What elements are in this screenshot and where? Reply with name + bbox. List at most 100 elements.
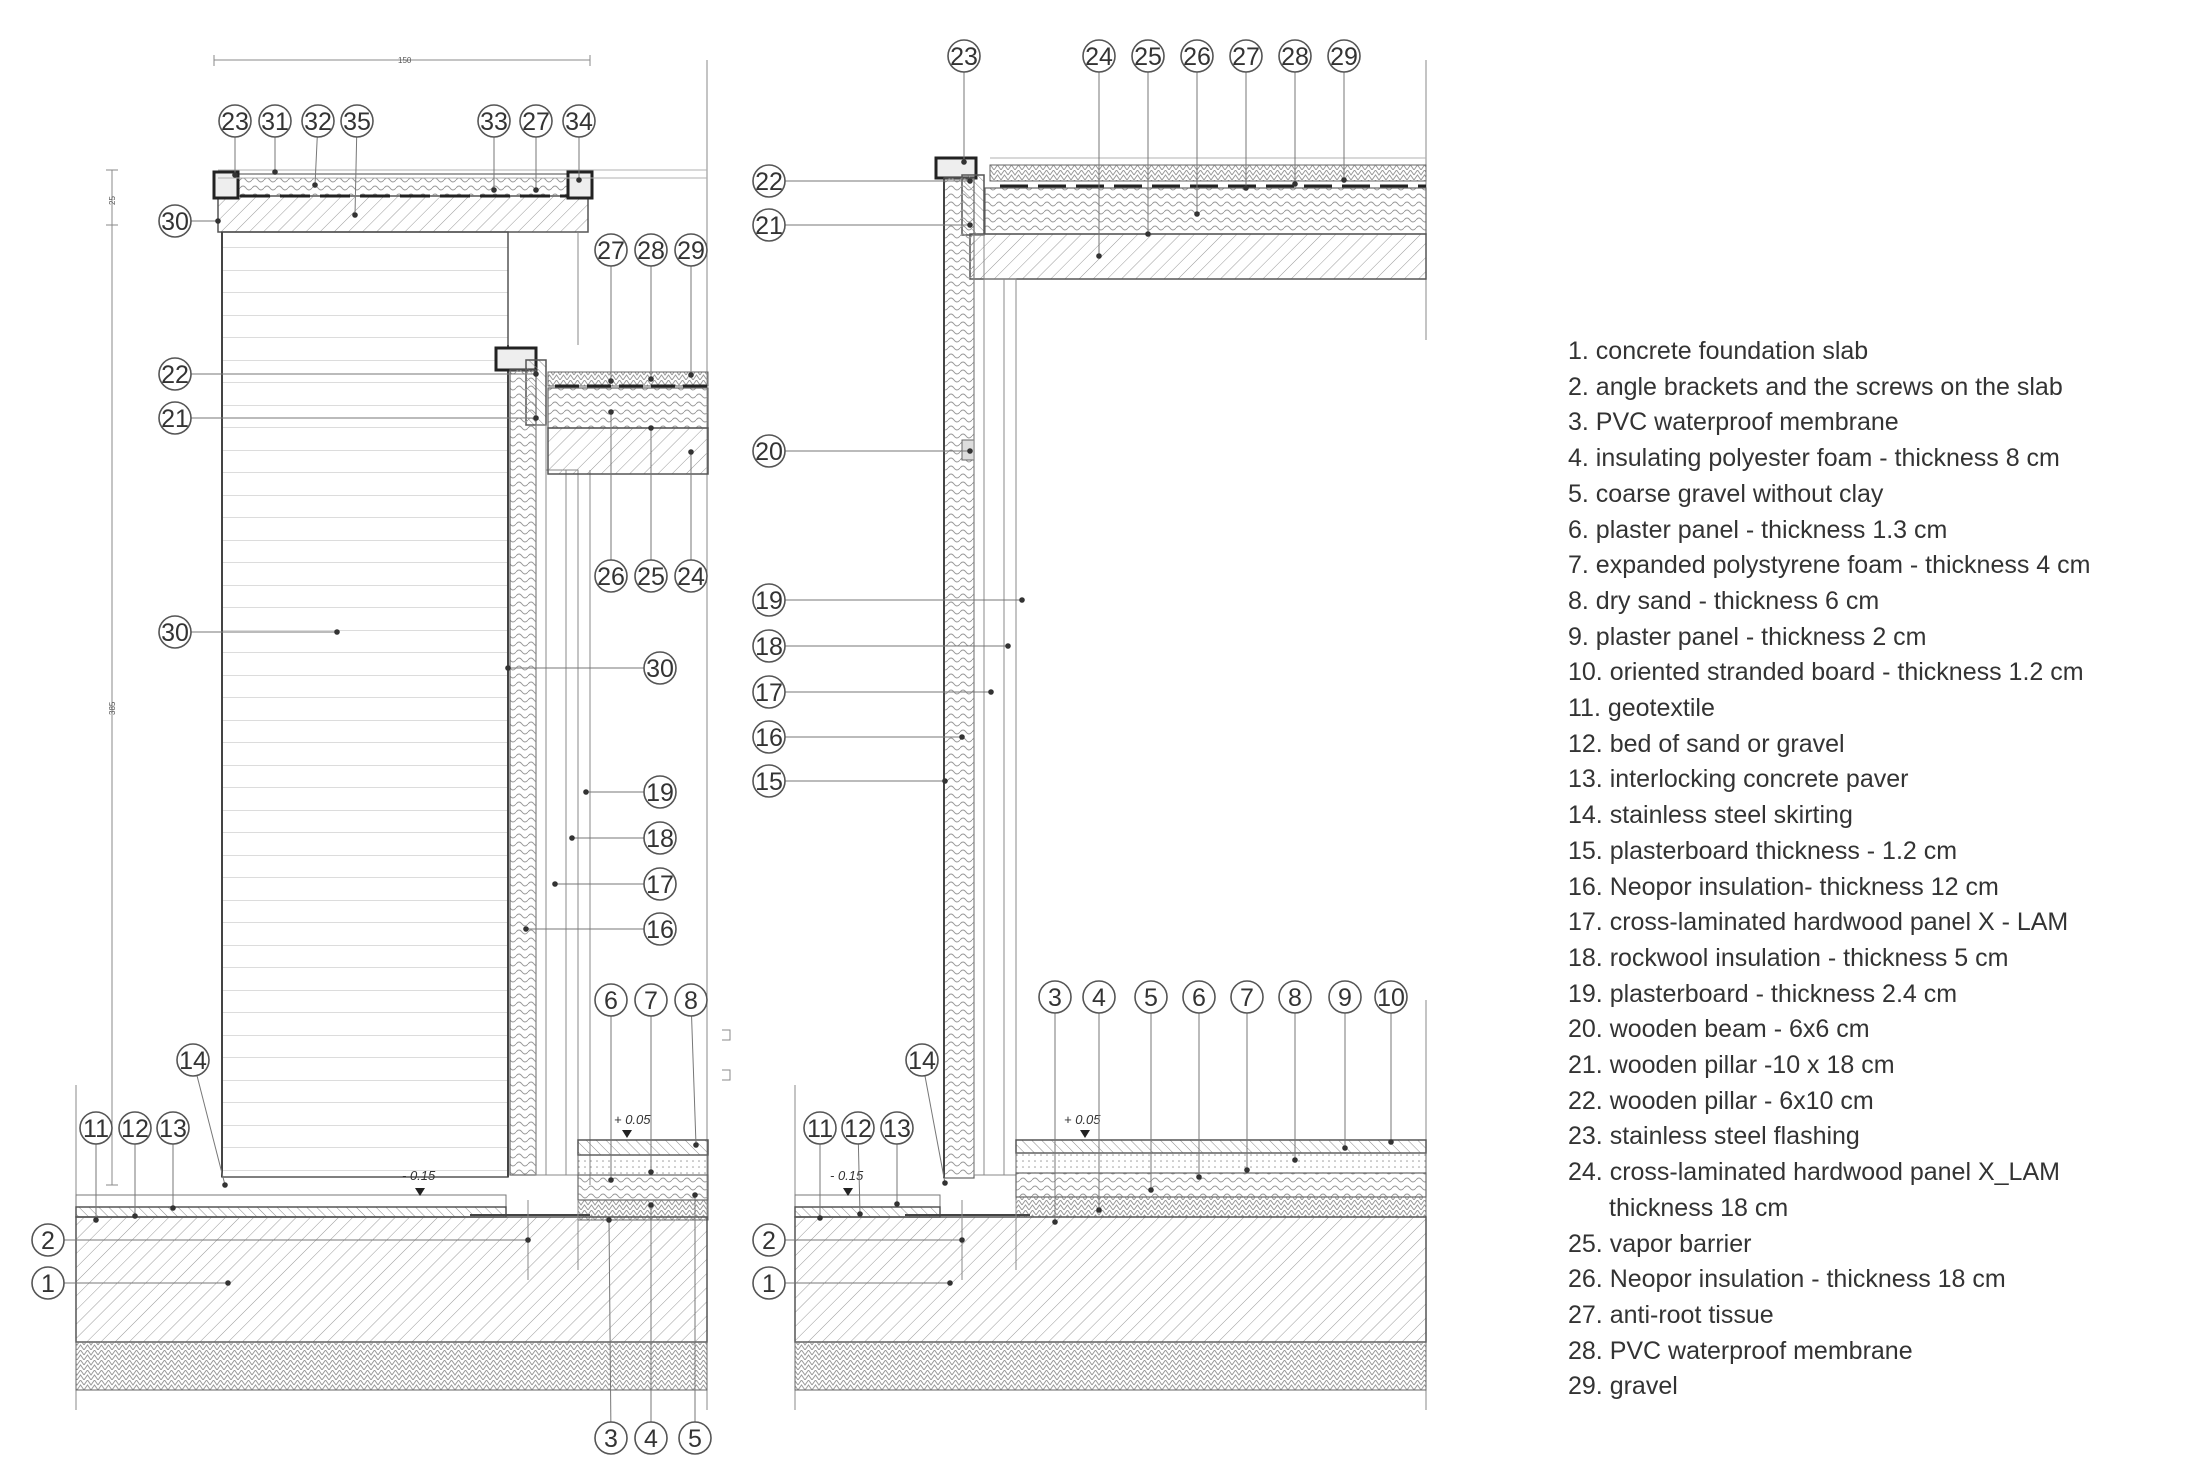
callout-number: 10	[1377, 984, 1405, 1012]
callout-circle	[643, 775, 677, 809]
callout-target-dot	[533, 371, 539, 377]
callout-circle	[477, 104, 511, 138]
callout-circle	[158, 204, 192, 238]
callout-circle	[594, 1421, 628, 1455]
callout-number: 35	[343, 108, 371, 136]
callout-1: 1	[752, 1266, 953, 1300]
legend-item: 7. expanded polystyrene foam - thickness…	[1568, 548, 2188, 584]
callout-number: 19	[646, 779, 674, 807]
callout-circle	[678, 1421, 712, 1455]
callout-target-dot	[1148, 1187, 1154, 1193]
callout-target-dot	[688, 449, 694, 455]
legend-item-text: 25. vapor barrier	[1568, 1229, 1752, 1258]
callout-target-dot	[1096, 253, 1102, 259]
legend-item-text: 14. stainless steel skirting	[1568, 801, 1853, 830]
legend-item: 24. cross-laminated hardwood panel X_LAM…	[1568, 1155, 2188, 1226]
callout-target-dot	[1342, 1145, 1348, 1151]
legend-item-text: 20. wooden beam - 6x6 cm	[1568, 1015, 1870, 1044]
callout-2: 2	[752, 1223, 965, 1257]
legend-item: 5. coarse gravel without clay	[1568, 477, 2188, 513]
legend-item: 15. plasterboard thickness - 1.2 cm	[1568, 834, 2188, 870]
callout-6: 6	[1182, 980, 1216, 1180]
callout-target-dot	[533, 187, 539, 193]
callout-target-dot	[132, 1213, 138, 1219]
callout-leader-line	[608, 1219, 612, 1423]
legend-item-text: 7. expanded polystyrene foam - thickness…	[1568, 551, 2091, 580]
legend-item: 12. bed of sand or gravel	[1568, 727, 2188, 763]
callout-circle	[634, 1421, 668, 1455]
callout-number: 30	[161, 619, 189, 647]
callout-target-dot	[1196, 1174, 1202, 1180]
callout-number: 2	[762, 1227, 776, 1255]
callout-number: 21	[755, 212, 783, 240]
callout-circle	[1182, 980, 1216, 1014]
callout-circle	[643, 912, 677, 946]
callout-26: 26	[594, 409, 628, 593]
callout-29: 29	[674, 233, 708, 378]
callout-circle	[158, 357, 192, 391]
callout-target-dot	[1194, 211, 1200, 217]
legend-item: 11. geotextile	[1568, 691, 2188, 727]
legend-item: 20. wooden beam - 6x6 cm	[1568, 1012, 2188, 1048]
callout-35: 35	[340, 104, 374, 218]
callout-number: 8	[684, 987, 698, 1015]
callout-target-dot	[1096, 1207, 1102, 1213]
callout-24: 24	[674, 449, 708, 593]
callout-target-dot	[222, 1182, 228, 1188]
callout-number: 15	[755, 768, 783, 796]
callout-28: 28	[1278, 39, 1312, 187]
left-section: 150 25 385	[75, 55, 731, 1410]
callout-target-dot	[648, 425, 654, 431]
callout-circle	[752, 1266, 786, 1300]
callout-target-dot	[312, 182, 318, 188]
legend-item: 25. vapor barrier	[1568, 1227, 2188, 1263]
legend-item: 17. cross-laminated hardwood panel X - L…	[1568, 905, 2188, 941]
callout-circle	[752, 434, 786, 468]
callout-22: 22	[752, 164, 973, 198]
callout-number: 30	[646, 655, 674, 683]
legend-item: 10. oriented stranded board - thickness …	[1568, 655, 2188, 691]
callout-20: 20	[752, 434, 973, 468]
legend-item: 13. interlocking concrete paver	[1568, 762, 2188, 798]
callout-number: 23	[221, 108, 249, 136]
callout-target-dot	[576, 177, 582, 183]
callout-target-dot	[947, 1280, 953, 1286]
callout-target-dot	[608, 409, 614, 415]
callout-6: 6	[594, 983, 628, 1183]
callout-number: 1	[762, 1270, 776, 1298]
legend-item: 16. Neopor insulation- thickness 12 cm	[1568, 870, 2188, 906]
callout-leader-line	[314, 136, 318, 186]
callout-target-dot	[93, 1217, 99, 1223]
callout-number: 4	[1092, 984, 1106, 1012]
callout-target-dot	[857, 1211, 863, 1217]
callout-number: 28	[637, 237, 665, 265]
legend-item: 28. PVC waterproof membrane	[1568, 1334, 2188, 1370]
callout-circle	[643, 821, 677, 855]
callout-23: 23	[947, 39, 981, 165]
callout-circle	[519, 104, 553, 138]
legend-item: 8. dry sand - thickness 6 cm	[1568, 584, 2188, 620]
callout-3: 3	[1038, 980, 1072, 1225]
callout-target-dot	[648, 1202, 654, 1208]
callout-target-dot	[693, 1142, 699, 1148]
callout-target-dot	[1019, 597, 1025, 603]
callout-circle	[1278, 980, 1312, 1014]
callout-number: 1	[41, 1270, 55, 1298]
callout-circle	[634, 559, 668, 593]
callout-4: 4	[634, 1202, 668, 1455]
callout-number: 7	[1240, 984, 1254, 1012]
callout-circle	[218, 104, 252, 138]
legend-item-text: 22. wooden pillar - 6x10 cm	[1568, 1086, 1874, 1115]
legend-item: 19. plasterboard - thickness 2.4 cm	[1568, 977, 2188, 1013]
callout-target-dot	[967, 178, 973, 184]
callout-23: 23	[218, 104, 252, 178]
callout-9: 9	[1328, 980, 1362, 1151]
callout-15: 15	[752, 764, 948, 798]
dim-total-height: 385	[108, 701, 117, 715]
callout-target-dot	[272, 169, 278, 175]
callout-number: 7	[644, 987, 658, 1015]
callout-target-dot	[583, 789, 589, 795]
callout-19: 19	[752, 583, 1025, 617]
